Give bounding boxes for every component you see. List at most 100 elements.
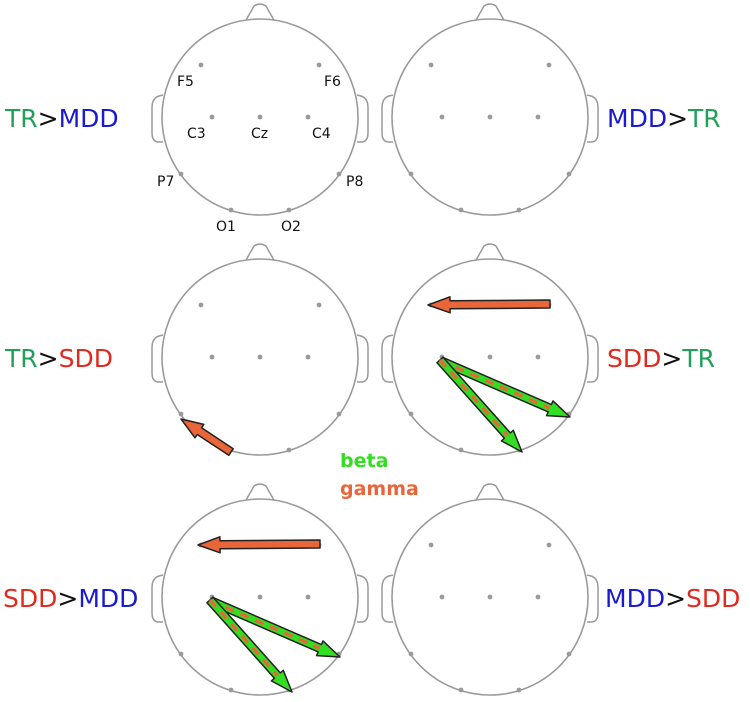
comparison-label-part: TR — [681, 344, 715, 373]
electrode-f5 — [198, 62, 204, 68]
electrode-p8 — [336, 411, 342, 417]
electrode-c4 — [305, 354, 311, 360]
left-ear-outline — [381, 94, 394, 143]
legend-beta: beta — [340, 450, 388, 472]
comparison-label-part: > — [57, 584, 78, 613]
comparison-label-tr-gt-mdd: TR>MDD — [4, 104, 119, 133]
head-sdd-gt-tr — [381, 243, 599, 456]
comparison-label-part: TR — [4, 104, 38, 133]
electrode-f5 — [428, 542, 434, 548]
electrode-o1 — [228, 207, 234, 213]
electrode-label-o2: O2 — [281, 219, 301, 235]
nose-outline — [244, 243, 276, 263]
head-mdd-gt-tr — [381, 3, 599, 216]
comparison-label-mdd-gt-tr: MDD>TR — [607, 104, 721, 133]
comparison-label-part: TR — [4, 344, 38, 373]
connection-arrow-c3-o2 — [436, 356, 523, 453]
comparison-label-part: MDD — [607, 104, 667, 133]
connection-arrow-f6-f5 — [427, 296, 551, 314]
right-ear-outline — [356, 334, 369, 383]
nose-outline — [474, 3, 506, 23]
right-ear-outline — [356, 94, 369, 143]
electrode-label-p8: P8 — [346, 174, 363, 190]
electrode-cz — [487, 114, 493, 120]
electrode-p7 — [178, 171, 184, 177]
comparison-label-part: > — [38, 344, 59, 373]
electrode-c4 — [535, 594, 541, 600]
nose-outline — [244, 483, 276, 503]
nose-outline — [474, 483, 506, 503]
electrode-label-p7: P7 — [157, 174, 174, 190]
left-ear-outline — [381, 334, 394, 383]
comparison-label-part: SDD — [59, 344, 113, 373]
electrode-c4 — [535, 354, 541, 360]
comparison-label-mdd-gt-sdd: MDD>SDD — [605, 584, 740, 613]
comparison-label-part: TR — [687, 104, 721, 133]
electrode-label-c4: C4 — [312, 126, 331, 142]
electrode-o2 — [516, 207, 522, 213]
electrode-label-o1: O1 — [216, 219, 236, 235]
right-ear-outline — [586, 574, 599, 623]
left-ear-outline — [381, 574, 394, 623]
electrode-f5 — [198, 302, 204, 308]
electrode-p7 — [408, 171, 414, 177]
comparison-label-sdd-gt-mdd: SDD>MDD — [3, 584, 138, 613]
electrode-o1 — [458, 207, 464, 213]
right-ear-outline — [586, 94, 599, 143]
left-ear-outline — [151, 334, 164, 383]
electrode-c3 — [209, 114, 215, 120]
electrode-cz — [487, 354, 493, 360]
electrode-f5 — [428, 62, 434, 68]
electrode-p8 — [566, 651, 572, 657]
comparison-label-sdd-gt-tr: SDD>TR — [607, 344, 715, 373]
electrode-label-cz: Cz — [251, 126, 268, 142]
comparison-label-tr-gt-sdd: TR>SDD — [4, 344, 113, 373]
electrode-label-f5: F5 — [177, 74, 194, 90]
comparison-label-part: > — [661, 344, 682, 373]
legend: beta gamma — [340, 450, 419, 500]
electrode-f6 — [546, 542, 552, 548]
right-ear-outline — [586, 334, 599, 383]
electrode-p8 — [566, 171, 572, 177]
electrode-c3 — [209, 354, 215, 360]
electrode-c4 — [305, 594, 311, 600]
electrode-o1 — [458, 687, 464, 693]
connection-arrow-p7-c3 — [180, 418, 234, 457]
head-mdd-gt-sdd — [381, 483, 599, 696]
head-sdd-gt-mdd — [151, 483, 369, 696]
head-tr-gt-sdd — [151, 243, 369, 457]
electrode-o1 — [228, 687, 234, 693]
electrode-p7 — [178, 651, 184, 657]
electrode-cz — [487, 594, 493, 600]
electrode-cz — [257, 594, 263, 600]
comparison-label-part: MDD — [605, 584, 665, 613]
comparison-label-part: > — [667, 104, 688, 133]
left-ear-outline — [151, 574, 164, 623]
electrode-p7 — [408, 411, 414, 417]
electrode-label-f6: F6 — [324, 74, 341, 90]
electrode-c4 — [535, 114, 541, 120]
electrode-o2 — [286, 447, 292, 453]
legend-gamma: gamma — [340, 478, 419, 500]
comparison-label-part: > — [665, 584, 686, 613]
comparison-label-part: SDD — [607, 344, 661, 373]
connection-arrow-c3-p8 — [208, 596, 341, 658]
comparison-label-part: > — [38, 104, 59, 133]
right-ear-outline — [356, 574, 369, 623]
nose-outline — [474, 243, 506, 263]
connection-arrow-c3-p8 — [438, 356, 571, 418]
electrode-c4 — [305, 114, 311, 120]
electrode-label-c3: C3 — [187, 126, 206, 142]
electrode-f6 — [316, 302, 322, 308]
electrode-cz — [257, 354, 263, 360]
electrode-f6 — [316, 62, 322, 68]
electrode-o2 — [516, 687, 522, 693]
comparison-label-part: SDD — [686, 584, 740, 613]
electrode-o2 — [286, 207, 292, 213]
connection-arrow-c3-o2 — [206, 596, 293, 693]
comparison-label-part: MDD — [78, 584, 138, 613]
left-ear-outline — [151, 94, 164, 143]
